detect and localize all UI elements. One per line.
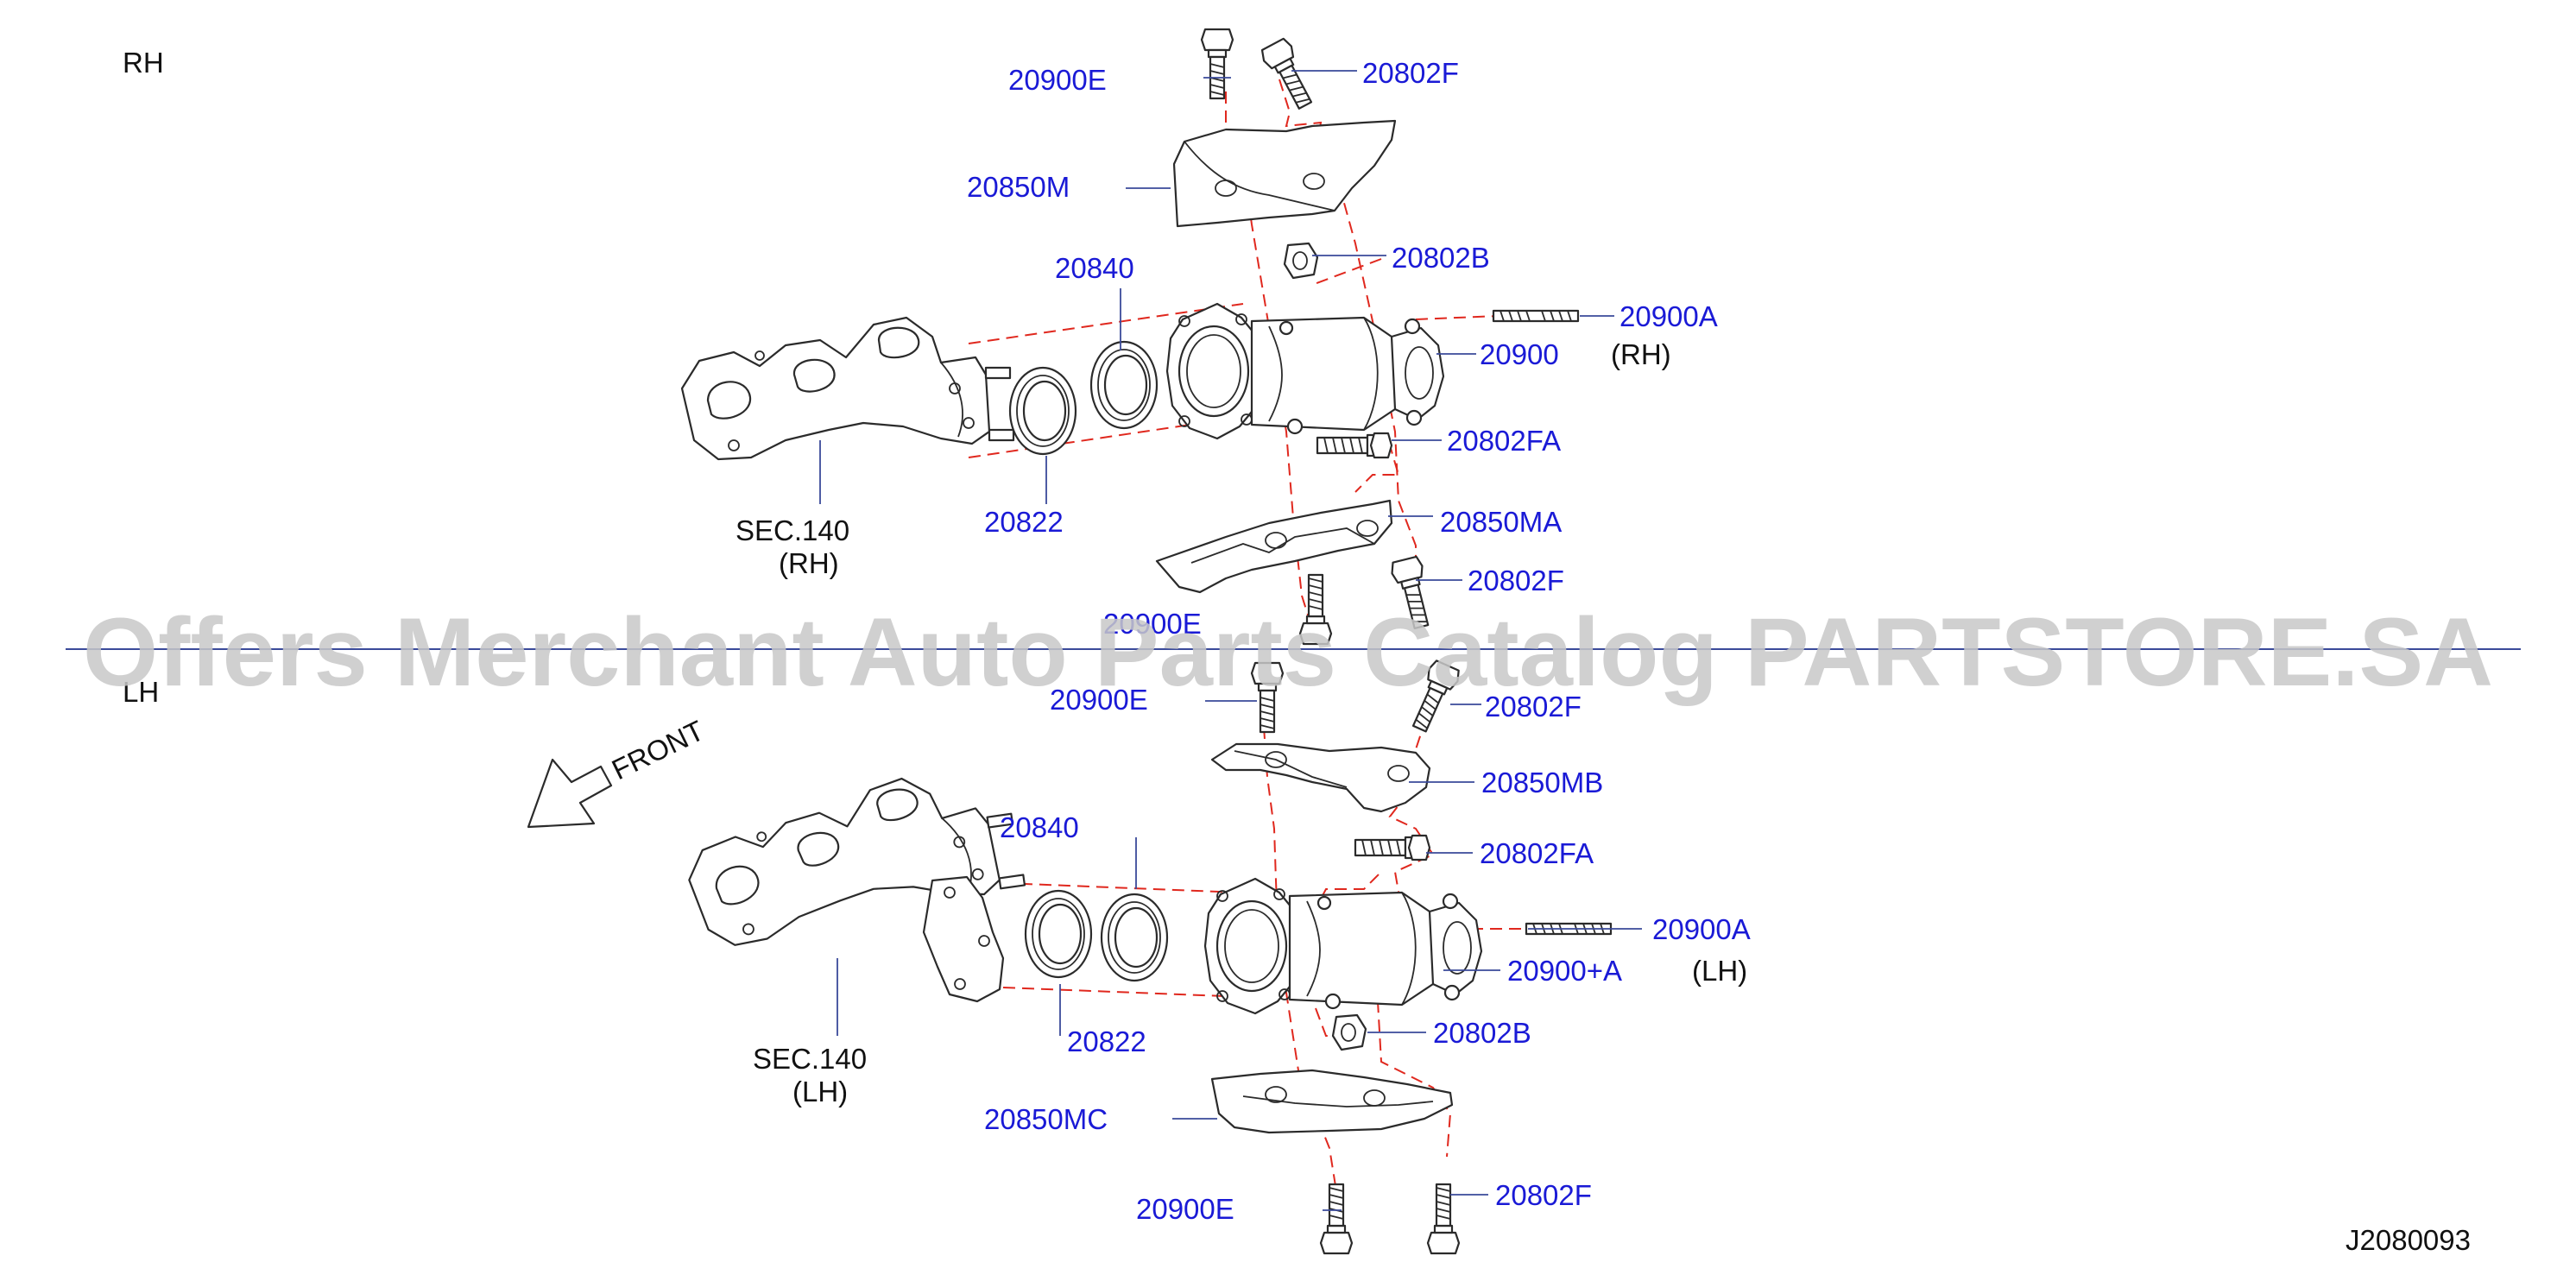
- rh-label-bolt-top-left: 20900E: [1008, 64, 1107, 96]
- rh-label-bolt-mid: 20802FA: [1447, 425, 1561, 457]
- rh-label-bolt-bottom-right: 20802F: [1468, 565, 1564, 596]
- lh-label-nut: 20802B: [1433, 1017, 1531, 1049]
- rh-label-gasket-inner: 20822: [984, 506, 1064, 538]
- rh-bolt-20802fa: [1316, 432, 1393, 459]
- lh-nut-20802b: [1331, 1013, 1367, 1051]
- rh-gasket-20822: [1008, 366, 1077, 456]
- front-label: FRONT: [607, 714, 709, 786]
- rh-label-converter-side: (RH): [1611, 338, 1671, 370]
- lh-label-lower-cover: 20850MC: [984, 1103, 1108, 1135]
- lh-label-bolt-top-left: 20900E: [1050, 684, 1148, 716]
- diagram-code: J2080093: [2346, 1224, 2471, 1256]
- rh-label-bolt-bottom-left: 20900E: [1103, 608, 1202, 640]
- rh-lower-heat-cover: [1155, 499, 1393, 594]
- rh-leader-lines: [819, 70, 1614, 581]
- rh-nut-20802b: [1283, 242, 1319, 280]
- lh-label-gasket-inner: 20822: [1067, 1025, 1146, 1057]
- rh-bolt-20900e-top: [1200, 28, 1234, 100]
- rh-label-bolt-top-right: 20802F: [1362, 57, 1459, 89]
- rh-bolt-20802f-top: [1258, 35, 1320, 114]
- rh-gasket-20840: [1089, 340, 1159, 430]
- rh-label-converter: 20900: [1480, 338, 1559, 370]
- rh-stud-20900a: [1492, 309, 1580, 323]
- front-arrow-icon: [527, 758, 613, 829]
- rh-upper-heat-cover: [1172, 119, 1397, 228]
- rh-label-stud: 20900A: [1619, 300, 1718, 332]
- lh-lower-heat-cover: [1210, 1069, 1454, 1134]
- rh-catalytic-converter: [1165, 302, 1445, 440]
- lh-gasket-20822: [1024, 889, 1093, 979]
- lh-manifold-flange: [922, 875, 1005, 1003]
- rh-label-manifold-side: (RH): [779, 547, 839, 579]
- lh-label-bolt-mid: 20802FA: [1480, 837, 1594, 869]
- lh-label-converter: 20900+A: [1507, 955, 1622, 987]
- rh-exhaust-manifold: [680, 316, 1015, 461]
- lh-label-stud: 20900A: [1652, 913, 1751, 945]
- lh-label-bolt-bottom-left: 20900E: [1136, 1193, 1234, 1225]
- rh-label-gasket-outer: 20840: [1055, 252, 1134, 284]
- lh-catalytic-converter: [1203, 877, 1483, 1015]
- lh-label-upper-cover: 20850MB: [1481, 767, 1603, 798]
- lh-upper-heat-cover: [1210, 742, 1431, 813]
- rh-label-nut: 20802B: [1392, 242, 1490, 274]
- lh-label-manifold-side: (LH): [792, 1076, 848, 1107]
- lh-bolt-20802fa: [1354, 834, 1431, 861]
- section-label-rh: RH: [123, 47, 164, 79]
- lh-label-gasket-outer: 20840: [1000, 811, 1079, 843]
- lh-label-manifold-ref: SEC.140: [753, 1043, 867, 1075]
- lh-leader-lines: [837, 700, 1642, 1211]
- watermark: Offers Merchant Auto Parts Catalog PARTS…: [83, 598, 2493, 706]
- rh-label-upper-cover: 20850M: [967, 171, 1070, 203]
- section-label-lh: LH: [123, 676, 159, 708]
- lh-bolt-20900e-bottom: [1319, 1183, 1354, 1255]
- lh-label-bolt-bottom-right: 20802F: [1495, 1179, 1592, 1211]
- rh-label-lower-cover: 20850MA: [1440, 506, 1562, 538]
- rh-label-manifold-ref: SEC.140: [736, 514, 849, 546]
- lh-label-bolt-top-right: 20802F: [1485, 691, 1582, 723]
- lh-label-converter-side: (LH): [1692, 955, 1747, 987]
- lh-gasket-20840: [1100, 893, 1169, 982]
